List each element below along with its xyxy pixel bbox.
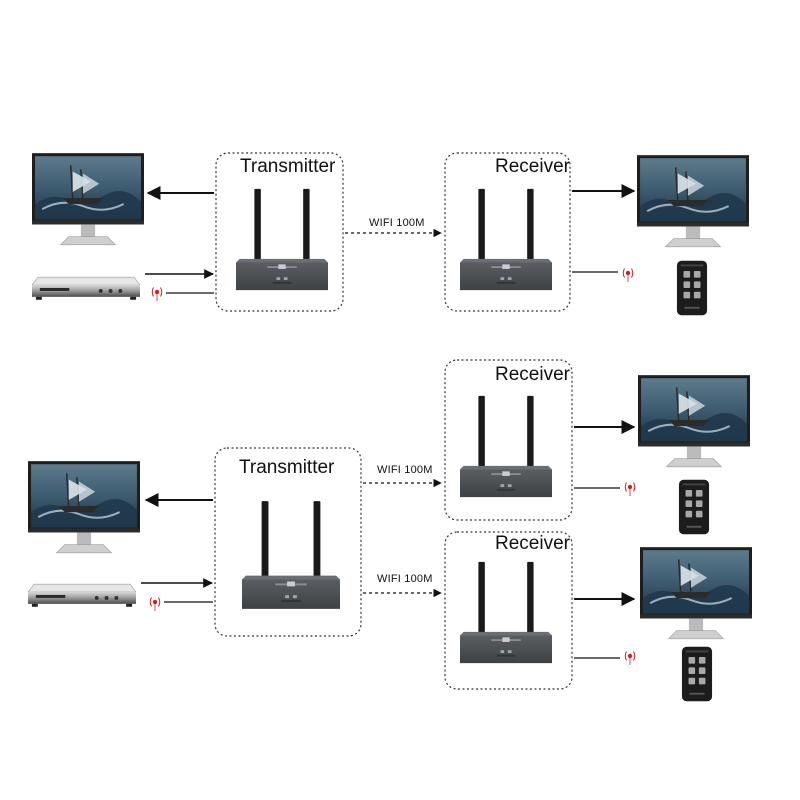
dvd-player-icon (32, 276, 140, 301)
receiver-box (444, 359, 573, 521)
wireless-extender-icon (460, 561, 552, 664)
scenario-two-receivers (28, 359, 752, 702)
monitor-icon (637, 155, 749, 248)
receiver-box (444, 152, 571, 312)
transmitter-box (214, 447, 362, 637)
wireless-extender-icon (460, 188, 552, 291)
transmitter-box (215, 152, 344, 312)
wifi-link-label: WIFI 100M (377, 464, 433, 476)
dvd-player-icon (28, 583, 136, 608)
ir-sensor-icon (624, 482, 636, 497)
ir-sensor-icon (149, 597, 161, 612)
remote-control-icon (678, 479, 710, 535)
wifi-link-label: WIFI 100M (369, 217, 425, 229)
receiver-label: Receiver (495, 533, 570, 554)
transmitter-label: Transmitter (239, 457, 335, 478)
ir-sensor-icon (624, 651, 636, 666)
wireless-extender-icon (460, 395, 552, 498)
receiver-label: Receiver (495, 156, 570, 177)
monitor-icon (640, 547, 752, 640)
monitor-icon (32, 153, 144, 246)
remote-control-icon (676, 260, 708, 316)
monitor-icon (638, 375, 750, 468)
monitor-icon (28, 461, 140, 554)
remote-control-icon (681, 646, 713, 702)
receiver-label: Receiver (495, 364, 570, 385)
transmitter-label: Transmitter (240, 156, 336, 177)
wireless-extender-icon (236, 188, 328, 291)
receiver-box (444, 531, 573, 690)
wireless-extender-icon (242, 501, 340, 609)
wifi-link-label: WIFI 100M (377, 573, 433, 585)
ir-sensor-icon (151, 287, 163, 302)
ir-sensor-icon (622, 268, 634, 283)
scenario-one-receiver (32, 152, 749, 316)
